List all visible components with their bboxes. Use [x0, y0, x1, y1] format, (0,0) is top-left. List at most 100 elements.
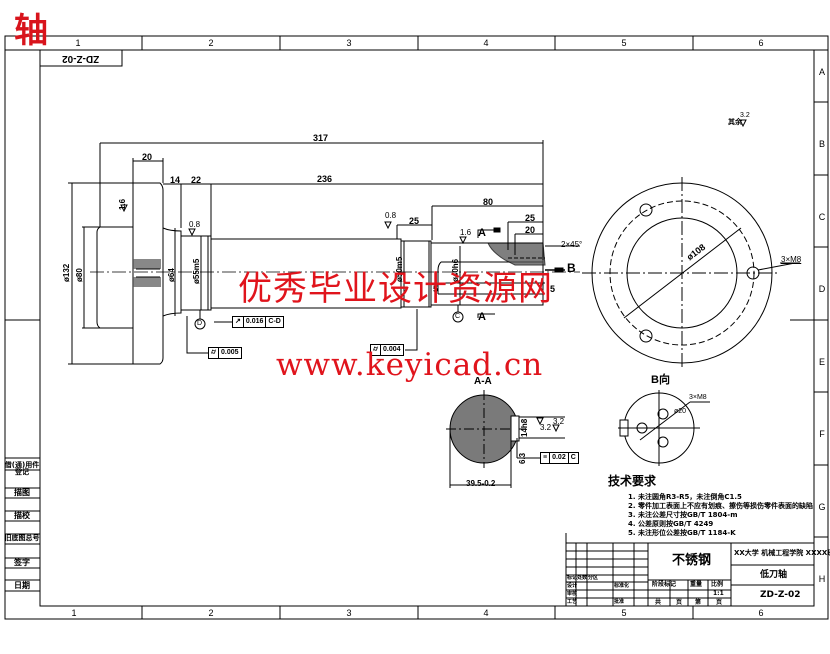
dim-flange-width: 20: [142, 152, 153, 162]
dim-dia-80: ø80: [75, 268, 84, 282]
section-mark-a-bottom: A: [478, 311, 486, 323]
title-block-drawing-no: ZD-Z-02: [760, 590, 801, 600]
section-aa-roughness-c: 6.3: [518, 452, 527, 464]
roughness-50: 0.8: [385, 211, 397, 220]
dim-gap-5-left: 5: [433, 284, 439, 294]
tb-header-mark: 标记: [567, 575, 578, 581]
gdt-runout-datum: C-D: [268, 318, 281, 325]
side-block-item: 签字: [14, 558, 30, 567]
zone-top-1: 1: [75, 38, 81, 48]
cylindricity-icon: ⌭: [209, 348, 220, 358]
gdt-runout-frame: ↗ 0.016 C-D: [232, 316, 284, 328]
dim-22: 22: [191, 175, 202, 185]
watermark-site-name: 优秀毕业设计资源网: [238, 269, 553, 309]
tb-page: 页: [716, 599, 723, 606]
dim-25-right: 25: [525, 213, 536, 223]
zone-top-2: 2: [208, 38, 214, 48]
tb-scale-header: 比例: [711, 581, 724, 588]
tech-req-item: 2. 零件加工表面上不应有划痕、擦伤等损伤零件表面的缺陷: [628, 502, 813, 510]
datum-c: C: [455, 313, 461, 320]
zone-bottom-6: 6: [758, 608, 764, 618]
side-block-item: 借(通)用件登记: [4, 461, 40, 476]
drawing-title-char: 轴: [14, 11, 48, 51]
zone-bottom-5: 5: [621, 608, 627, 618]
title-block-scale: 1:1: [713, 590, 724, 597]
dim-overall-length: 317: [313, 133, 329, 143]
zone-right-f: F: [819, 429, 825, 439]
dim-chamfer: 2×45°: [561, 240, 583, 249]
tb-pages: 页: [676, 599, 683, 606]
section-aa-roughness-a: 3.2: [540, 423, 552, 432]
zone-right-g: G: [818, 502, 826, 512]
tech-req-item: 1. 未注圆角R3-R5，未注倒角C1.5: [628, 493, 742, 501]
roughness-40: 1.6: [460, 228, 472, 237]
side-block-item: 旧底图总号: [4, 534, 40, 542]
tb-standardization: 标准化: [614, 583, 630, 589]
title-block-part-name: 低刀轴: [760, 570, 788, 580]
zone-top-4: 4: [483, 38, 489, 48]
zone-top-6: 6: [758, 38, 764, 48]
view-b-holes: 3×M8: [689, 394, 707, 401]
watermark-url: www.keyicad.cn: [276, 347, 544, 383]
view-b-title: B向: [651, 374, 670, 386]
dim-14: 14: [170, 175, 181, 185]
tb-process: 工艺: [567, 599, 578, 605]
dim-dia-55m5: ø55m5: [192, 258, 201, 284]
tb-header-zone: 分区: [588, 575, 599, 581]
gdt-cyl2-value: 0.004: [383, 346, 401, 353]
zone-right-c: C: [818, 212, 826, 222]
tb-header-count: 处数: [577, 575, 588, 581]
dim-20: 20: [525, 225, 536, 235]
dim-80: 80: [483, 197, 494, 207]
side-block-item: 日期: [14, 581, 30, 590]
general-finish-label: 其余: [728, 119, 742, 126]
section-aa-title: A-A: [474, 376, 492, 387]
gdt-symmetry-frame: ≡ 0.02 C: [540, 452, 579, 464]
zone-top-3: 3: [346, 38, 352, 48]
section-aa-width: 39.5-0.2: [466, 479, 496, 488]
title-block-material: 不锈钢: [672, 553, 712, 568]
view-b-pcd: ø20: [674, 408, 687, 415]
zone-top-5: 5: [621, 38, 627, 48]
tech-req-item: 4. 公差原则按GB/T 4249: [628, 520, 714, 528]
section-aa-roughness-b: 3.2: [553, 417, 565, 426]
zone-right-e: E: [818, 357, 825, 367]
roughness-flange: 1.6: [118, 198, 127, 210]
symmetry-icon: ≡: [541, 453, 551, 463]
tb-approve: 批准: [614, 599, 625, 605]
end-view-holes: 3×M8: [781, 255, 802, 264]
title-block-company: XX大学 机械工程学院 XXXX班: [734, 549, 830, 557]
tb-total: 共: [655, 599, 662, 606]
dim-25-left: 25: [409, 216, 420, 226]
section-aa-keydim: 14h8: [520, 418, 529, 437]
technical-requirements: 技术要求 1. 未注圆角R3-R5，未注倒角C1.5 2. 零件加工表面上不应有…: [608, 472, 813, 538]
zone-right-a: A: [818, 67, 825, 77]
dim-dia-64: ø64: [167, 268, 176, 282]
runout-icon: ↗: [233, 317, 244, 327]
gdt-symmetry-value: 0.02: [550, 453, 569, 463]
tb-sheet: 第: [695, 599, 702, 606]
side-block-item: 描图: [14, 488, 30, 497]
side-block-item: 描校: [14, 511, 30, 520]
dim-236: 236: [317, 174, 333, 184]
tb-review: 审核: [567, 591, 578, 597]
roughness-55: 0.8: [189, 220, 201, 229]
view-mark-b: B: [567, 261, 576, 275]
outer-frame: [4, 35, 829, 620]
gdt-symmetry-datum: C: [570, 454, 576, 461]
zone-bottom-3: 3: [346, 608, 352, 618]
tb-weight-header: 重量: [690, 581, 703, 588]
zone-bottom-1: 1: [71, 608, 77, 618]
gdt-cyl1-value: 0.005: [221, 349, 239, 356]
drawing-number-corner: ZD-Z-02: [62, 53, 100, 64]
gdt-cylindricity-frame-2: ⌭ 0.004: [370, 344, 404, 356]
tech-req-heading: 技术要求: [608, 474, 657, 488]
gdt-runout-value: 0.016: [244, 317, 267, 327]
dim-gap-5-right: 5: [550, 284, 556, 294]
zone-bottom-4: 4: [483, 608, 489, 618]
zone-right-b: B: [818, 139, 825, 149]
dim-dia-132: ø132: [62, 263, 71, 282]
section-mark-a-top: A: [478, 227, 486, 239]
tech-req-item: 3. 未注公差尺寸按GB/T 1804-m: [628, 511, 738, 519]
